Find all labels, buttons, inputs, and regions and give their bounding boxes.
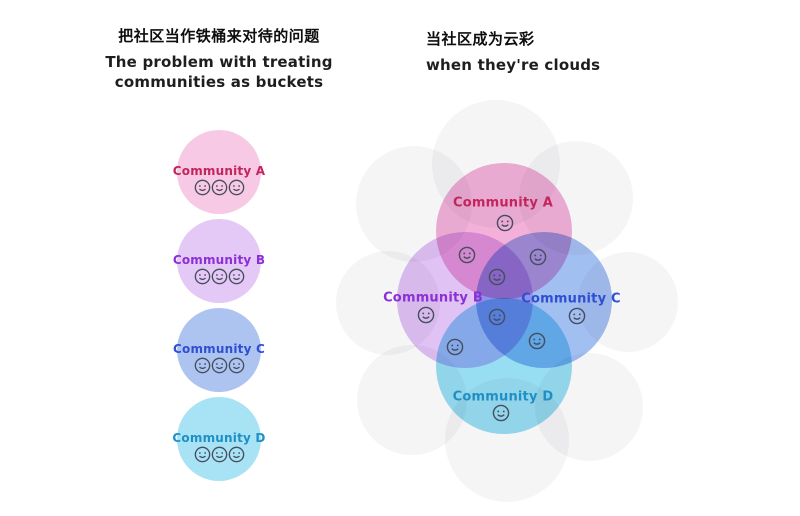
buckets-title-en-line2: communities as buckets <box>114 72 324 91</box>
smiley-face-icon <box>496 214 514 232</box>
buckets-panel-title: 把社区当作铁桶来对待的问题 The problem with treating … <box>83 25 355 92</box>
clouds-title-en: when they're clouds <box>426 56 601 74</box>
smiley-face-icon <box>194 268 210 284</box>
bucket-circle-c: Community C <box>173 308 265 392</box>
bucket-circle-b: Community B <box>173 219 265 303</box>
smiley-face-icon <box>488 268 506 286</box>
member-smiley-b <box>417 306 435 324</box>
bucket-circle-a: Community A <box>173 130 265 214</box>
venn-label-c: Community C <box>521 291 621 307</box>
clouds-panel-title: 当社区成为云彩 when they're clouds <box>426 28 600 76</box>
smiley-face-icon <box>568 307 586 325</box>
smiley-face-icon <box>211 179 227 195</box>
bucket-members-d <box>194 446 245 463</box>
member-smiley-c <box>568 307 586 325</box>
bucket-members-b <box>194 268 245 285</box>
smiley-face-icon <box>228 446 244 462</box>
bucket-members-a <box>194 179 245 196</box>
bucket-circles-column: Community A Community B Community C Communi… <box>172 130 265 482</box>
smiley-face-icon <box>446 338 464 356</box>
bucket-label-c: Community C <box>173 341 266 356</box>
smiley-face-icon <box>194 446 210 462</box>
member-smiley-d <box>492 404 510 422</box>
member-smiley-a-b-c <box>488 268 506 286</box>
member-smiley-c-d <box>528 332 546 350</box>
smiley-face-icon <box>211 357 227 373</box>
member-smiley-b-c-d <box>488 308 506 326</box>
smiley-face-icon <box>228 268 244 284</box>
smiley-face-icon <box>529 248 547 266</box>
smiley-face-icon <box>194 179 210 195</box>
bucket-label-b: Community B <box>172 252 266 267</box>
venn-label-d: Community D <box>452 389 554 405</box>
venn-label-a: Community A <box>452 195 554 211</box>
buckets-title-zh: 把社区当作铁桶来对待的问题 <box>118 27 320 45</box>
member-smiley-a-c <box>529 248 547 266</box>
smiley-face-icon <box>488 308 506 326</box>
smiley-face-icon <box>417 306 435 324</box>
member-smiley-a-b <box>458 246 476 264</box>
smiley-face-icon <box>492 404 510 422</box>
smiley-face-icon <box>228 179 244 195</box>
smiley-face-icon <box>458 246 476 264</box>
clouds-title-zh: 当社区成为云彩 <box>426 30 535 48</box>
smiley-face-icon <box>211 268 227 284</box>
smiley-face-icon <box>194 357 210 373</box>
bucket-members-c <box>194 357 245 374</box>
smiley-face-icon <box>211 446 227 462</box>
venn-cloud-diagram: Community A Community B Community C Communi… <box>336 100 678 504</box>
buckets-title-en-line1: The problem with treating <box>105 53 333 71</box>
smiley-face-icon <box>228 357 244 373</box>
smiley-face-icon <box>528 332 546 350</box>
bucket-label-a: Community A <box>172 163 266 178</box>
member-smiley-a <box>496 214 514 232</box>
venn-label-b: Community B <box>383 290 483 306</box>
bucket-label-d: Community D <box>172 430 266 445</box>
bucket-circle-d: Community D <box>172 397 265 481</box>
member-smiley-b-d <box>446 338 464 356</box>
